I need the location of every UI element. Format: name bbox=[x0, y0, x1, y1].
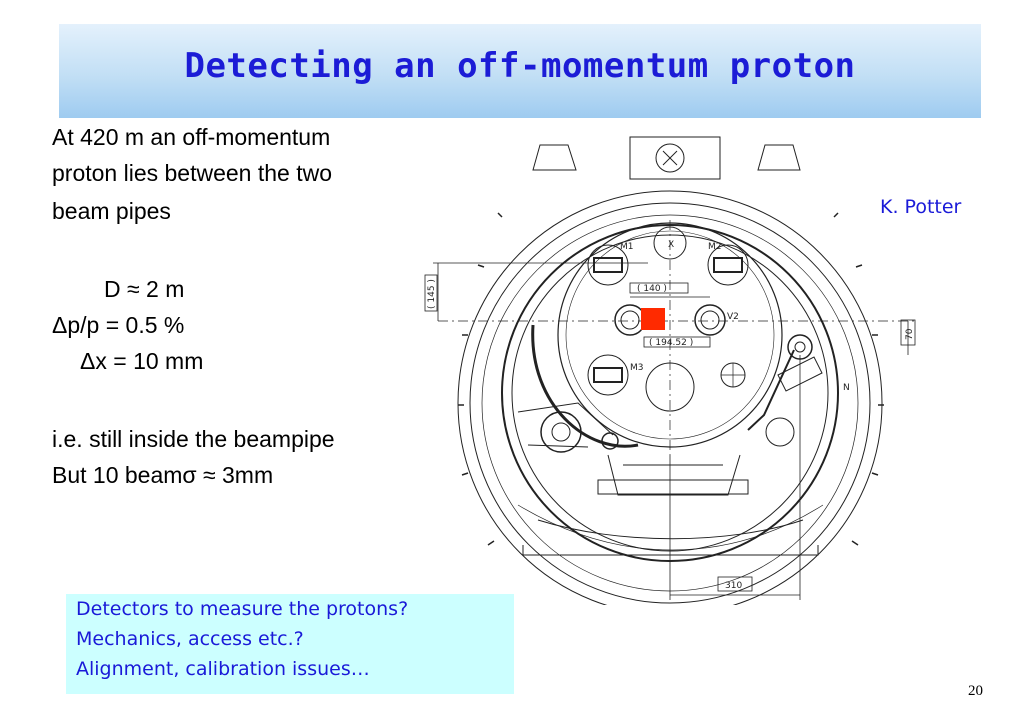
label-m3: M3 bbox=[630, 363, 644, 373]
label-v2: V2 bbox=[727, 312, 739, 322]
credit-label: K. Potter bbox=[880, 196, 962, 218]
beampipe-v2 bbox=[694, 304, 726, 336]
label-m2: M2 bbox=[708, 242, 722, 252]
right-arm-mechanism bbox=[747, 334, 823, 431]
component-m2 bbox=[707, 244, 749, 286]
body-line-1: At 420 m an off-momentum bbox=[52, 124, 331, 150]
title-bar: Detecting an off-momentum proton bbox=[59, 24, 981, 118]
body-line-3: beam pipes bbox=[52, 198, 171, 224]
slide-title: Detecting an off-momentum proton bbox=[184, 46, 856, 86]
component-x bbox=[653, 226, 687, 260]
body-line-dx: Δx = 10 mm bbox=[80, 348, 204, 374]
off-momentum-proton-marker bbox=[641, 308, 665, 330]
body-line-sigma: But 10 beamσ ≈ 3mm bbox=[52, 462, 274, 488]
central-plate bbox=[438, 220, 918, 455]
body-line-2: proton lies between the two bbox=[52, 160, 333, 186]
top-mounts bbox=[532, 136, 801, 180]
component-m1 bbox=[587, 244, 629, 286]
label-x: X bbox=[668, 240, 674, 250]
beampipe-v1 bbox=[614, 304, 646, 336]
discussion-callout-box: Detectors to measure the protons? Mechan… bbox=[66, 594, 514, 694]
callout-line-2: Mechanics, access etc.? bbox=[76, 628, 304, 650]
base-structure bbox=[517, 324, 824, 556]
body-line-distance: D ≈ 2 m bbox=[104, 276, 185, 302]
dimension-lines bbox=[424, 262, 916, 600]
beampipe-cross-section-drawing: M1 M2 M3 V2 X N ( 140 ) ( 194.52 ) ( 145… bbox=[424, 136, 918, 605]
rim-bolts bbox=[458, 212, 884, 546]
callout-line-1: Detectors to measure the protons? bbox=[76, 598, 409, 620]
label-dim-145: ( 145 ) bbox=[427, 279, 437, 309]
label-dim-140: ( 140 ) bbox=[637, 284, 667, 294]
body-line-dp: Δp/p = 0.5 % bbox=[52, 312, 185, 338]
lower-port bbox=[645, 362, 695, 412]
label-dim-70: 70 bbox=[905, 328, 915, 340]
label-m1: M1 bbox=[620, 242, 634, 252]
page-number: 20 bbox=[968, 683, 983, 699]
label-dim-194: ( 194.52 ) bbox=[649, 338, 693, 348]
label-dim-310: 310 bbox=[725, 581, 742, 591]
body-line-conclusion: i.e. still inside the beampipe bbox=[52, 426, 335, 452]
callout-line-3: Alignment, calibration issues… bbox=[76, 658, 370, 680]
lower-right-drum bbox=[765, 417, 795, 447]
component-m3 bbox=[587, 354, 629, 396]
lower-left-drum bbox=[517, 402, 619, 453]
label-n: N bbox=[843, 383, 850, 393]
